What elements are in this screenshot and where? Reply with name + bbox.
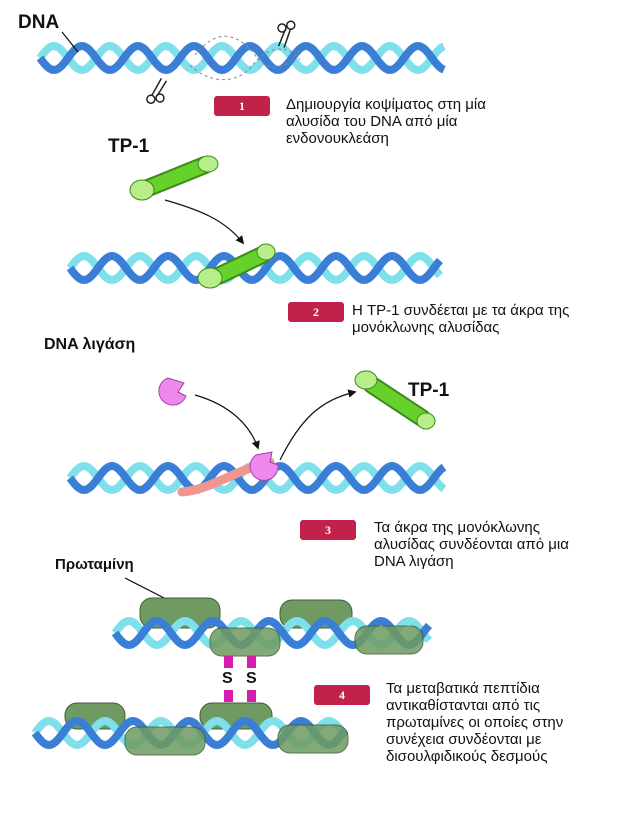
step-badge-2: 2 [288,302,344,322]
disulfide-bridges [224,656,256,702]
protamine-upper-front [209,625,424,657]
tp1-protein [129,155,219,201]
sulfur-label: S [222,670,233,687]
ligase-enzyme [158,377,187,406]
step-badge-3: 3 [300,520,356,540]
release-arrow [279,389,357,461]
dark-strand [111,616,433,650]
step-badge-4: 4 [314,685,370,705]
nick-site [189,35,301,81]
dna-pointer-line [61,31,79,53]
dark-strand [66,461,447,495]
ligase-arrow [194,394,260,450]
dark-strand [66,251,444,285]
tp1-label-top: TP-1 [108,136,150,157]
dark-strand [36,41,446,75]
binding-arrow [164,199,245,245]
scissors-icon [277,20,296,48]
ligase-label: DNA λιγάση [44,336,136,353]
scissors-icon [146,77,168,104]
protamine-lower-front [124,724,349,756]
tp1-label-right: TP-1 [408,380,450,401]
tp1-bound [197,243,276,289]
step-badge-1: 1 [214,96,270,116]
dna-helix-1 [36,41,446,75]
dna-label: DNA [18,12,60,33]
tp1-released [354,370,436,430]
protamine-label: Πρωταμίνη [55,556,134,573]
sulfur-label: S [246,670,257,687]
ligase-bound [249,451,279,481]
